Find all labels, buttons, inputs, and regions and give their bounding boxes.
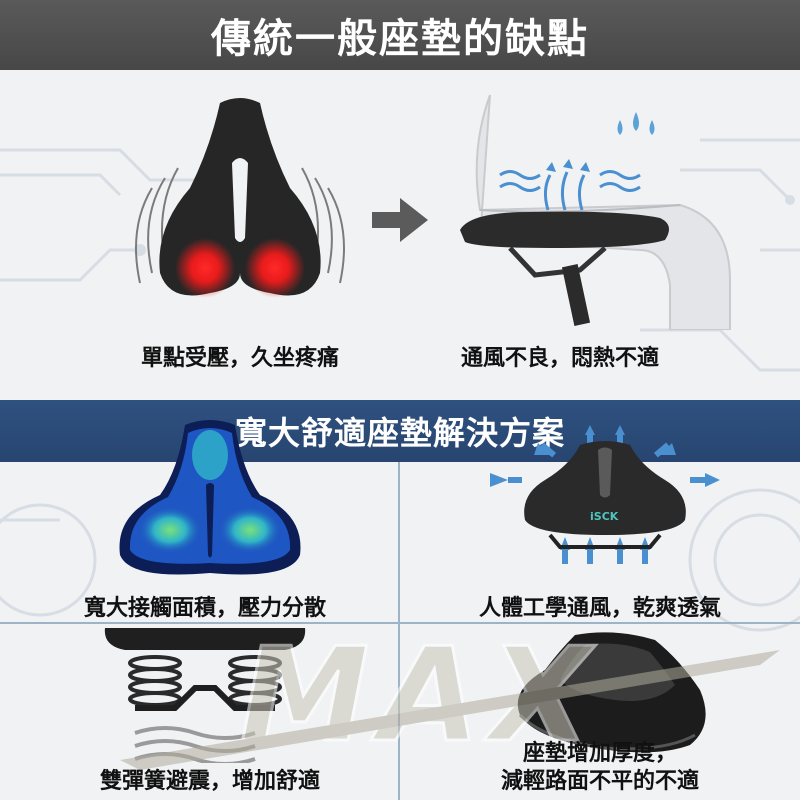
solution-banner-title: 寬大舒適座墊解決方案	[234, 414, 565, 452]
heat-waves-icon	[499, 170, 641, 211]
thick-seat-illustration	[517, 632, 706, 753]
solution-caption-thickness-line1: 座墊增加厚度，	[522, 741, 677, 766]
pressure-point-left	[175, 238, 235, 298]
pressure-seat-illustration	[135, 98, 345, 298]
pressure-wave-lines	[135, 167, 345, 284]
airflow-arrows-icon	[490, 425, 720, 564]
pressure-point-right	[245, 238, 305, 298]
top-banner-title: 傳統一般座墊的缺點	[211, 16, 589, 62]
top-banner: 傳統一般座墊的缺點	[0, 0, 800, 70]
seat-side-view	[460, 211, 669, 248]
sweat-drops-icon	[617, 112, 655, 135]
problem-caption-ventilation: 通風不良，悶熱不適	[460, 346, 659, 371]
grid-divider-vertical	[398, 462, 400, 800]
solution-caption-wide-contact: 寬大接觸面積，壓力分散	[83, 596, 326, 621]
grid-divider-horizontal	[0, 622, 800, 624]
problem-caption-pressure: 單點受壓，久坐疼痛	[140, 346, 339, 371]
right-arrow-icon	[372, 198, 428, 242]
ventilation-issue-illustration	[460, 94, 731, 330]
solution-caption-double-spring: 雙彈簧避震，增加舒適	[99, 769, 320, 794]
max-watermark-logo: MAX	[120, 620, 780, 770]
ventilated-seat-illustration: iSCK	[490, 425, 720, 564]
double-spring-illustration	[104, 628, 306, 763]
solution-caption-thickness-line2: 減輕路面不平的不適	[500, 769, 699, 794]
wide-seat-heatmap-illustration	[119, 420, 301, 575]
seat-logo: iSCK	[590, 510, 619, 523]
solution-caption-ventilation: 人體工學通風，乾爽透氣	[478, 596, 721, 621]
